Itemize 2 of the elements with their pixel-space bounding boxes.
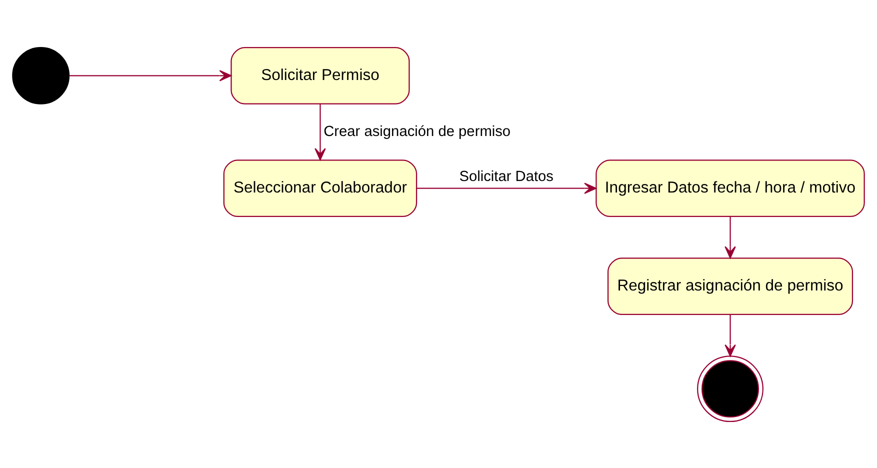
edge-label: Crear asignación de permiso [324,123,511,140]
edge-label: Solicitar Datos [459,168,554,184]
